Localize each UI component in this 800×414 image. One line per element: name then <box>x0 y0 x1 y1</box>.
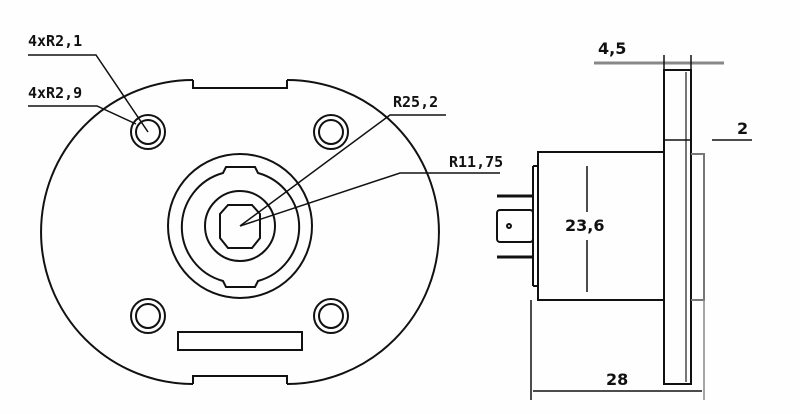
outer-radius-label: R25,2 <box>393 93 439 111</box>
step-width-label: 2 <box>737 119 749 138</box>
total-length-label: 28 <box>606 370 629 389</box>
side-view <box>496 69 705 385</box>
hole-outer-radius-label: 4xR2,9 <box>28 84 83 102</box>
dimension-lines <box>28 54 752 400</box>
front-view <box>40 79 440 385</box>
body-diameter-label: 23,6 <box>565 216 605 235</box>
hole-inner-radius-label: 4xR2,1 <box>28 32 83 50</box>
inner-radius-label: R11,75 <box>449 153 504 171</box>
flange-thickness-label: 4,5 <box>598 39 627 58</box>
